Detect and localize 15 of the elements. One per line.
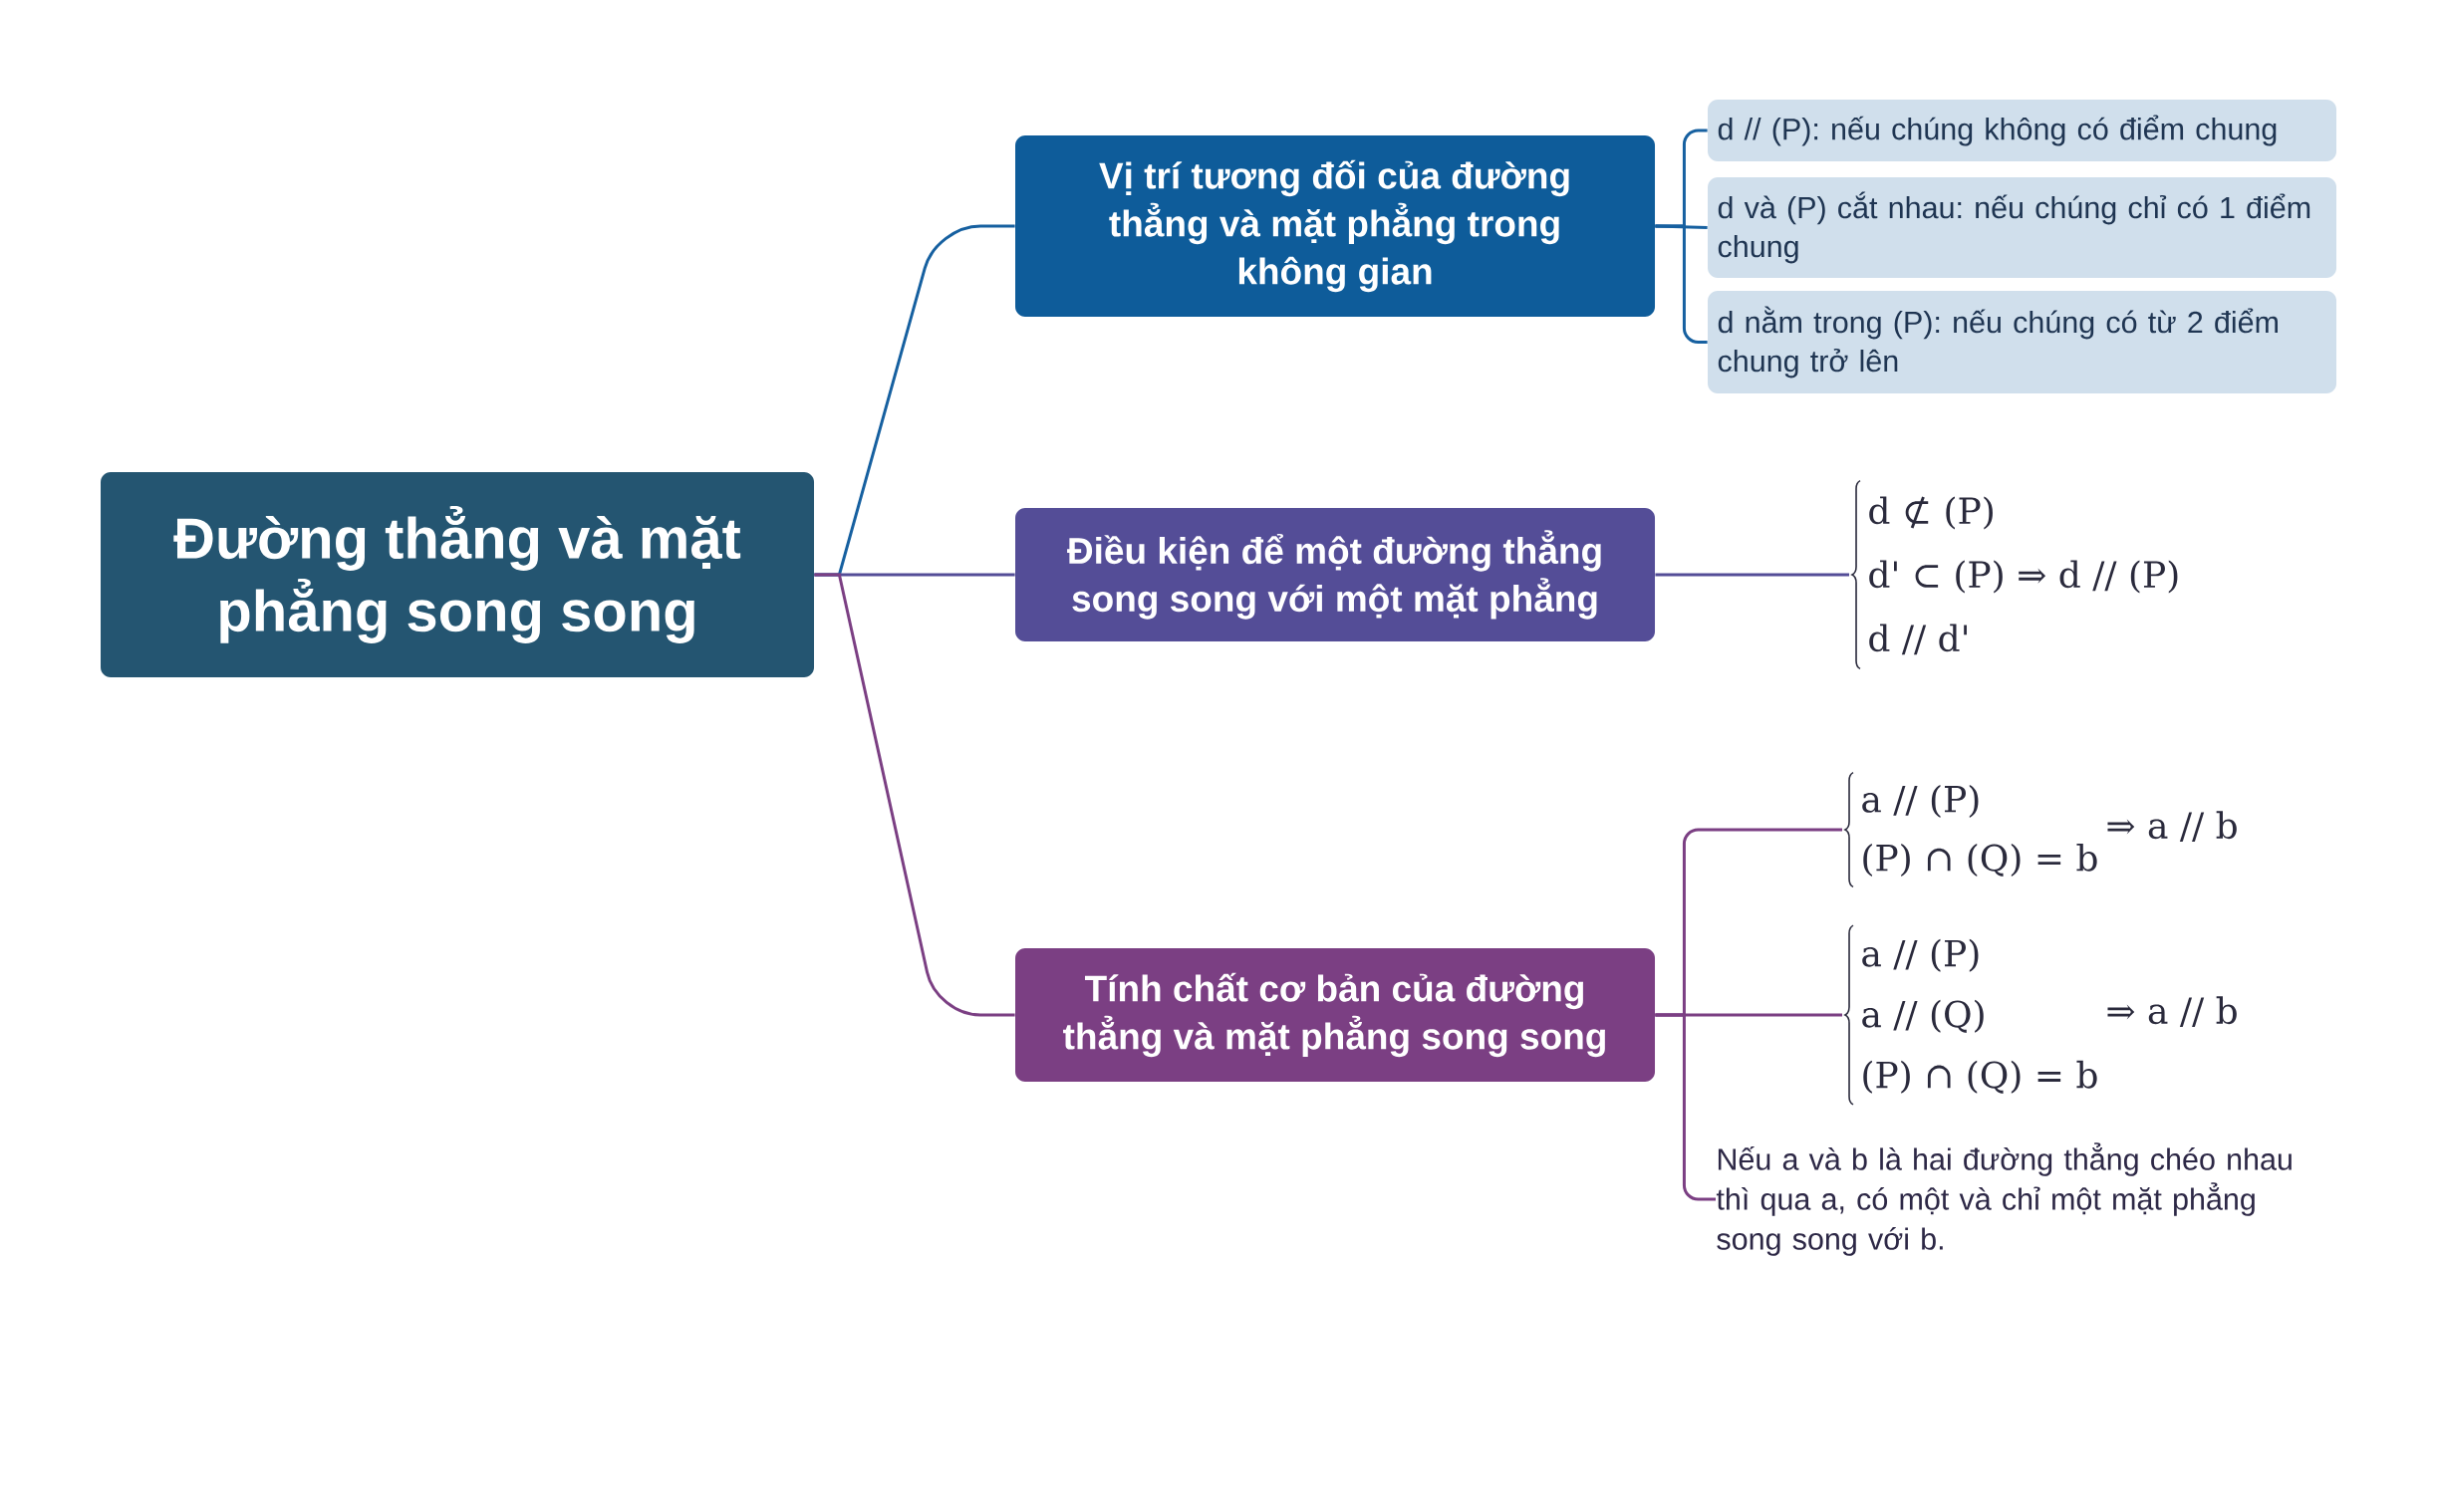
connector-line: [1655, 573, 1849, 577]
topic-box: Đường thẳng và mặt phẳng song song: [101, 472, 814, 677]
note-text: Nếu a và b là hai đường thẳng chéo nhau thì qua a, có một và chỉ một mặt phẳng song song với b.: [1716, 1142, 2292, 1256]
leaf-box: d nằm trong (P): nếu chúng có từ 2 điểm chung trở lên: [1708, 291, 2336, 393]
formula: d ⊄ (P) d' ⊂ (P) ⇒ d // (P) d // d': [1869, 496, 2178, 655]
branch-box: Tính chất cơ bản của đường thẳng và mặt phẳng song song: [1015, 948, 1655, 1082]
formula: a // (P) (P) ∩ (Q) = b ⇒ a // b: [1862, 784, 2237, 878]
branch-box: Vị trí tương đối của đường thẳng và mặt phẳng trong không gian: [1015, 135, 1655, 317]
branch-box: Điều kiện để một đường thẳng song song với một mặt phẳng: [1015, 508, 1655, 641]
connector-line: [814, 573, 1015, 1017]
connector-line: [1655, 224, 1708, 229]
connector-line: [1655, 224, 1708, 344]
formula: a // (P) a // (Q) (P) ∩ (Q) = b ⇒ a // b: [1862, 938, 2237, 1094]
leaf-box: d // (P): nếu chúng không có điểm chung: [1708, 100, 2336, 161]
leaf-box: d và (P) cắt nhau: nếu chúng chỉ có 1 điểm chung: [1708, 177, 2336, 278]
